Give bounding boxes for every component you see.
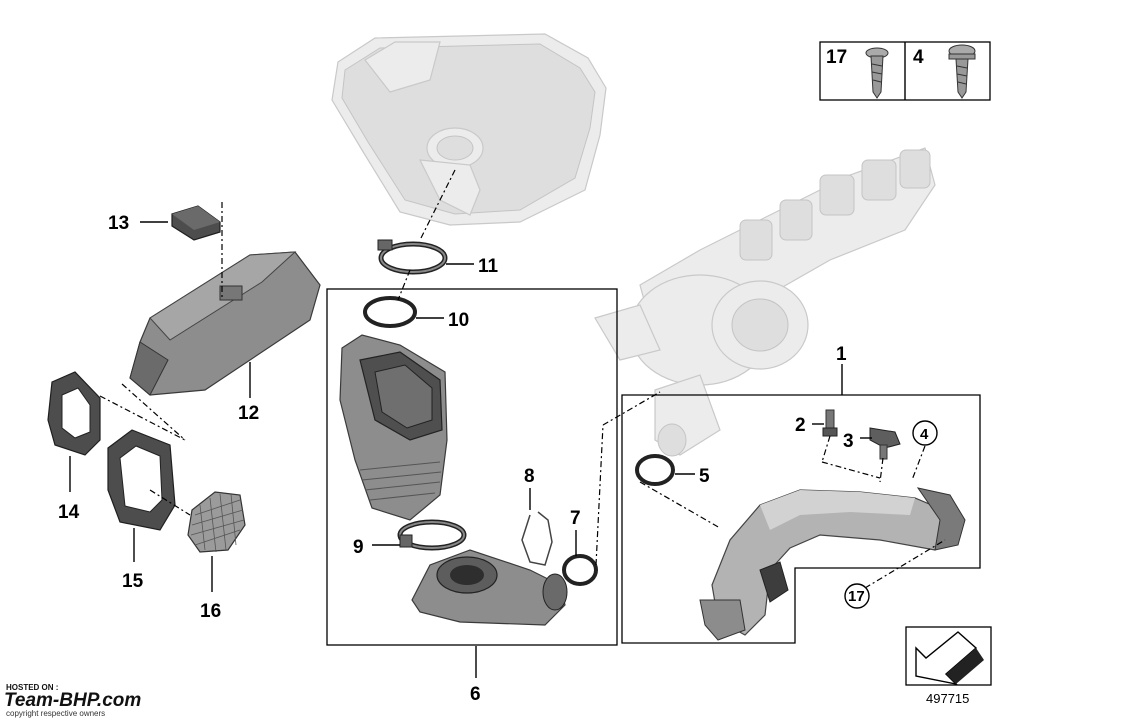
callout-4-circled: 4 [920,426,929,443]
callout-9: 9 [353,537,364,558]
callout-15: 15 [122,571,144,592]
callout-3: 3 [843,431,854,452]
callout-13: 13 [108,213,129,234]
part-7-o-ring [562,554,598,586]
callout-1: 1 [836,344,847,365]
callout-labels: 13 12 14 15 16 11 10 9 8 7 6 1 2 3 5 4 1… [58,213,938,705]
watermark-copyright: copyright respective owners [6,709,105,718]
part-16-mesh-screen [187,491,246,553]
air-filter-housing-ghost [331,33,607,226]
part-12-intake-duct [129,251,321,396]
callout-7: 7 [570,508,581,529]
turbocharger-ghost [594,274,809,457]
diagram-number: 497715 [926,691,969,706]
bolt-4-icon [948,44,976,99]
watermark-brand: Team-BHP.com [4,690,141,711]
callout-5: 5 [699,466,710,487]
callout-14: 14 [58,502,80,523]
part-charge-pipe [699,487,966,641]
part-intake-boot [339,334,448,521]
callout-12: 12 [238,403,259,424]
callout-2: 2 [795,415,806,436]
part-10-seal-ring [363,296,417,328]
part-5-o-ring [635,454,675,486]
part-9-clamp [397,519,467,551]
part-13-cover [171,205,221,241]
callout-6: 6 [470,684,481,705]
watermark: HOSTED ON : Team-BHP.com copyright respe… [4,683,141,718]
assembly-box-1 [621,394,981,644]
part-2-sensor [822,409,838,437]
callout-10: 10 [448,310,469,331]
leader-lines [69,169,946,678]
part-3-sensor [869,427,901,460]
callout-8: 8 [524,466,535,487]
callout-16: 16 [200,601,221,622]
fastener-legend: 17 4 [819,41,991,101]
callout-17-circled: 17 [848,588,865,605]
part-11-clamp [377,239,448,275]
bolt-17-icon [865,47,889,99]
assembly-box-6 [326,288,618,646]
orientation-box: 497715 [905,626,992,706]
callout-11: 11 [478,256,499,277]
part-elbow-connector [411,549,568,626]
legend-label-17: 17 [826,47,847,68]
part-8-spring-clip [521,511,553,566]
legend-label-4: 4 [913,47,924,68]
part-14-seal-frame [47,371,101,456]
part-15-adapter [107,429,176,531]
watermark-hosted-on: HOSTED ON : [6,683,58,692]
